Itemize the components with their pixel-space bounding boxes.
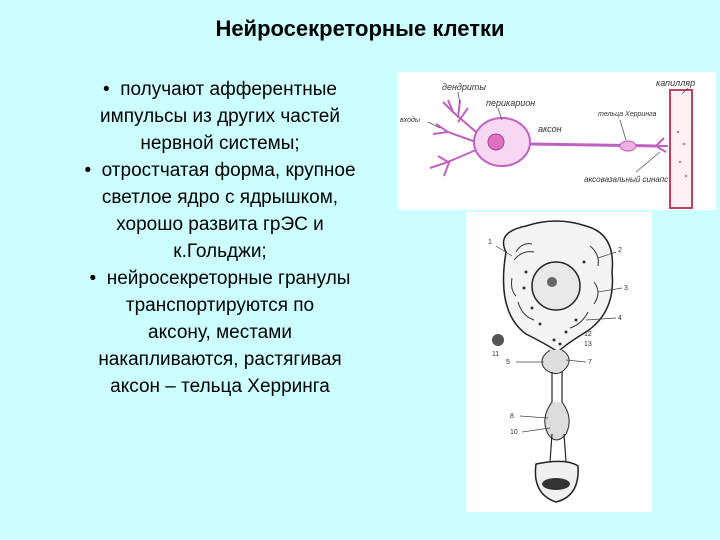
label-5: 5 — [506, 359, 510, 366]
herring-body-1-drawing — [542, 350, 569, 374]
bullet-line: накапливаются, растягивая — [30, 346, 410, 373]
neuron-schematic: дендриты капилляр перикарион аксон тельц… — [398, 72, 716, 210]
bullet-line: аксону, местами — [30, 319, 410, 346]
terminal-vesicles-drawing — [542, 478, 570, 490]
label-capillary: капилляр — [656, 78, 695, 88]
bullet-symbol: • — [103, 79, 110, 100]
nucleolus-drawing — [547, 277, 557, 287]
bullet-line: • нейросекреторные гранулы — [30, 265, 410, 292]
bullet-line: к.Гольджи; — [30, 238, 410, 265]
axon-drawing — [530, 144, 656, 146]
cell-ultrastructure-panel: 1 2 3 4 5 7 8 10 11 12 13 — [466, 212, 652, 512]
label-inputs: входы — [400, 116, 421, 124]
bullet-list: • получают афферентные импульсы из други… — [30, 76, 410, 400]
label-herring: тельца Херринга — [598, 111, 657, 118]
label-2: 2 — [618, 247, 622, 254]
bullet-symbol: • — [90, 268, 97, 289]
capillary-drawing — [670, 90, 692, 208]
label-perikaryon: перикарион — [486, 98, 535, 108]
small-cell-drawing — [492, 334, 504, 346]
bullet-item: • отростчатая форма, крупное светлое ядр… — [30, 157, 410, 265]
bullet-line: хорошо развита грЭС и — [30, 211, 410, 238]
label-axovasal: аксовазальный синапс — [584, 175, 668, 184]
cell-ultrastructure: 1 2 3 4 5 7 8 10 11 12 13 — [466, 212, 652, 512]
label-7: 7 — [588, 359, 592, 366]
label-10: 10 — [510, 429, 518, 436]
herring-body-drawing — [620, 141, 636, 151]
bullet-line: нервной системы; — [30, 130, 410, 157]
bullet-line: • получают афферентные — [30, 76, 410, 103]
nucleus-drawing — [532, 262, 580, 310]
label-1: 1 — [488, 239, 492, 246]
label-axon: аксон — [538, 124, 562, 134]
bullet-text: нейросекреторные гранулы — [107, 268, 351, 289]
bullet-text: отростчатая форма, крупное — [102, 160, 356, 181]
bullet-line: светлое ядро с ядрышком, — [30, 184, 410, 211]
neuron-schematic-panel: дендриты капилляр перикарион аксон тельц… — [398, 72, 716, 210]
nucleus-drawing — [488, 134, 504, 150]
label-12: 12 — [584, 331, 592, 338]
dendrites-drawing — [430, 100, 476, 176]
label-4: 4 — [618, 315, 622, 322]
bullet-text: получают афферентные — [120, 79, 337, 100]
bullet-symbol: • — [84, 160, 91, 181]
bullet-item: • нейросекреторные гранулы транспортирую… — [30, 265, 410, 400]
bullet-line: • отростчатая форма, крупное — [30, 157, 410, 184]
axon-terminal-drawing — [656, 138, 668, 152]
bullet-item: • получают афферентные импульсы из други… — [30, 76, 410, 157]
herring-body-2-drawing — [545, 402, 569, 440]
label-11: 11 — [492, 351, 499, 358]
label-dendrites: дендриты — [442, 82, 486, 92]
bullet-line: аксон – тельца Херринга — [30, 373, 410, 400]
slide-title: Нейросекреторные клетки — [0, 16, 720, 42]
label-13: 13 — [584, 341, 592, 348]
label-3: 3 — [624, 285, 628, 292]
axon-drawing — [552, 372, 562, 402]
bullet-line: транспортируются по — [30, 292, 410, 319]
label-8: 8 — [510, 413, 514, 420]
bullet-line: импульсы из других частей — [30, 103, 410, 130]
